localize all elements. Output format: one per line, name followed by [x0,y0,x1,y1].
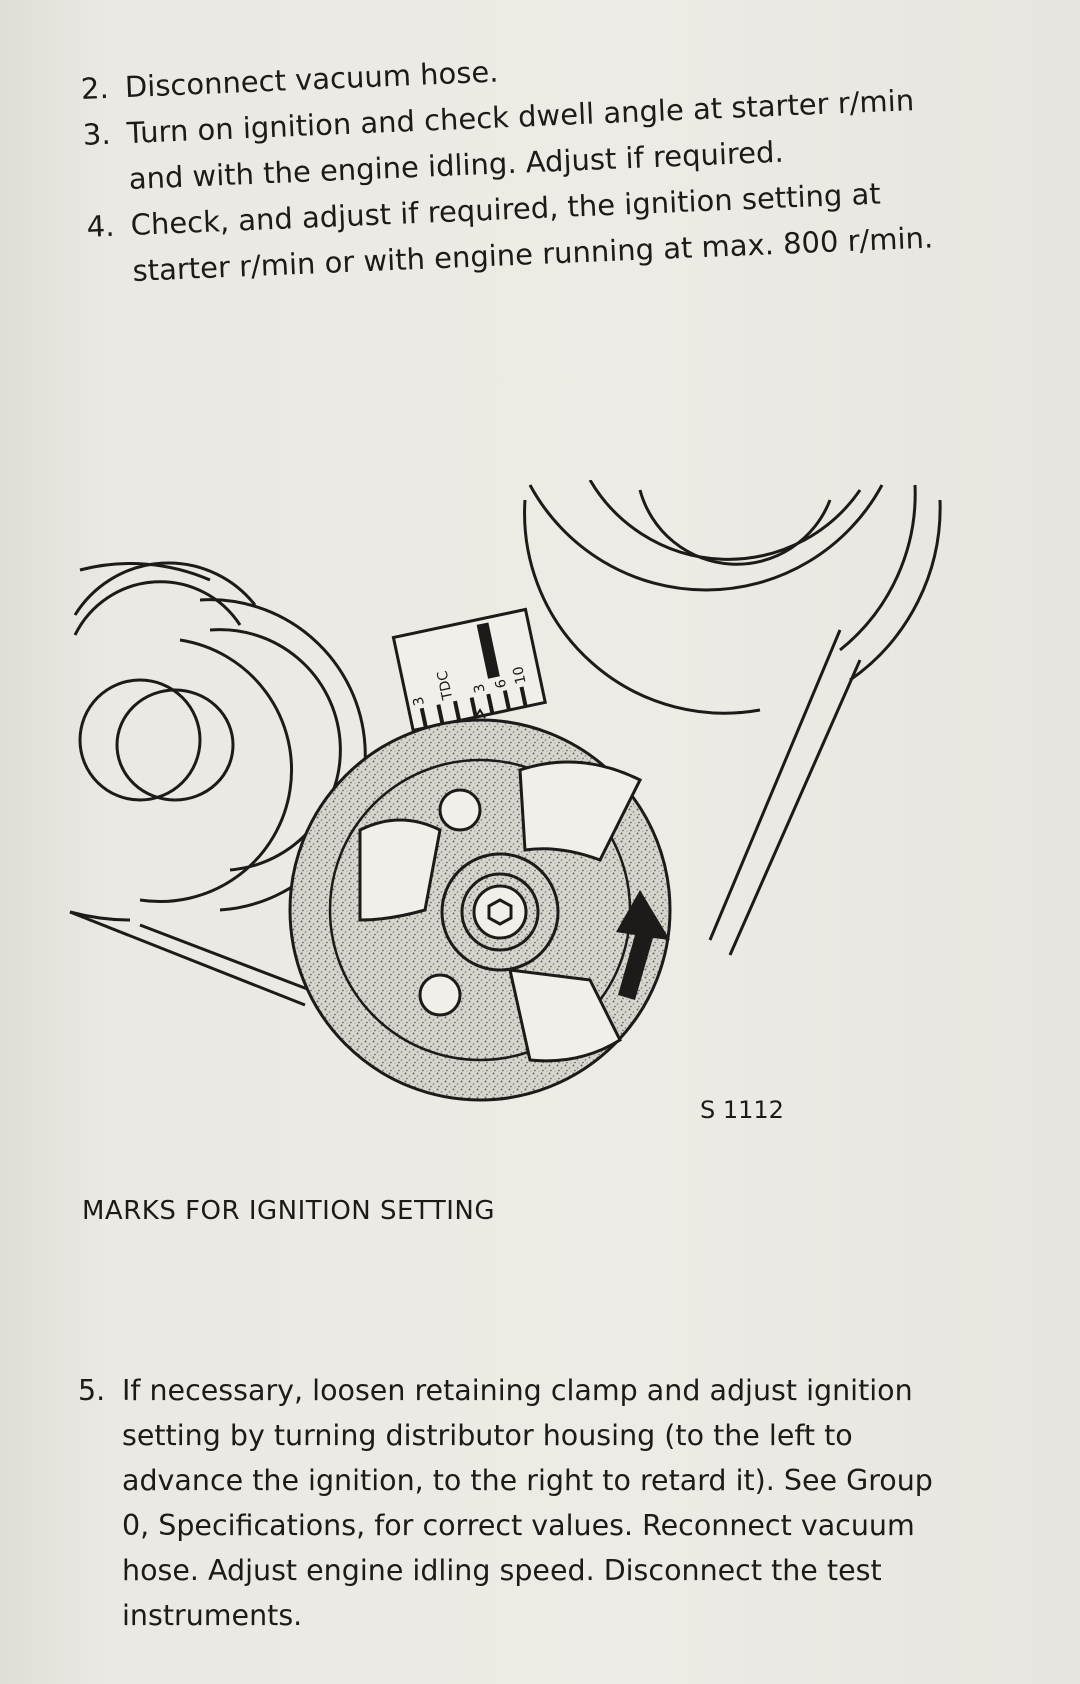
scale-label-6: 6 [493,678,511,690]
upper-right-pulley [523,480,942,715]
figure-id: S 1112 [700,1096,784,1124]
step-number: 5. [78,1374,106,1407]
step-number: 4. [86,208,116,244]
rotation-arrow-icon [616,890,670,1000]
scale-label-10: 10 [510,665,529,686]
ignition-marks-diagram: TDC 3 3 6 10 S [69,480,942,1124]
scale-label-3-left: 3 [410,695,428,707]
step-5: 5. If necessary, loosen retaining clamp … [78,1368,958,1638]
timing-scale: TDC 3 3 6 10 [391,607,548,733]
step-text: If necessary, loosen retaining clamp and… [122,1374,933,1632]
crankshaft-pulley [288,708,672,1102]
step-number: 2. [80,70,110,106]
drive-belt [69,629,862,1007]
scale-label-tdc: TDC [435,669,457,702]
left-pulley [73,561,294,904]
figure-caption: MARKS FOR IGNITION SETTING [82,1196,496,1226]
step-number: 3. [82,116,112,152]
scale-label-3: 3 [471,682,489,694]
steps-list-top: 2. Disconnect vacuum hose. 3. Turn on ig… [80,30,949,296]
